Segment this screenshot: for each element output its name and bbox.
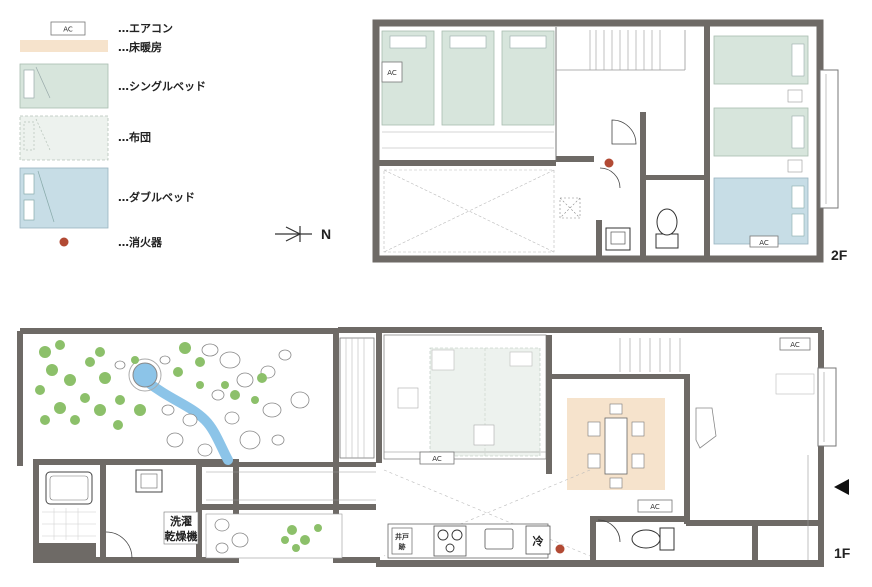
- courtyard: [205, 513, 343, 559]
- engawa-deck: [339, 337, 375, 459]
- legend-ac-label: …エアコン: [118, 22, 173, 35]
- legend-floor-heating-swatch: [20, 40, 108, 52]
- legend-extinguisher-label: …消火器: [118, 235, 163, 249]
- toilet: [631, 527, 675, 551]
- cooktop: [433, 525, 467, 557]
- extinguisher: [604, 158, 614, 168]
- armchair: [695, 407, 717, 449]
- ac-unit: [749, 235, 779, 248]
- second-floor-stairs: [589, 30, 661, 70]
- ac-label: AC: [790, 341, 800, 349]
- legend-ac-symbol: AC: [63, 26, 73, 34]
- legend-double-bed-label: …ダブルベッド: [118, 190, 195, 204]
- single-bed: [441, 30, 495, 126]
- legend: AC …エアコン …床暖房 …シングルベッド …布団 …ダブルベッド …消火器: [19, 21, 206, 249]
- ac-unit: [381, 61, 403, 83]
- door: [611, 119, 637, 145]
- ac-label: AC: [432, 455, 442, 463]
- single-bed: [713, 107, 809, 157]
- washer-dryer: [163, 511, 199, 545]
- first-floor-plan: 洗濯 乾燥機: [17, 327, 851, 567]
- laundry-label-line2: 乾燥機: [165, 529, 198, 543]
- ac-label: AC: [759, 239, 769, 247]
- first-floor-stairs: [619, 338, 681, 372]
- legend-floor-heating-label: …床暖房: [118, 40, 162, 54]
- single-bed: [713, 35, 809, 85]
- double-bed: [713, 177, 809, 245]
- ac-label: AC: [387, 69, 397, 77]
- window-bay: [817, 367, 837, 447]
- legend-futon-label: …布団: [118, 130, 151, 144]
- first-floor-label: 1F: [834, 545, 851, 561]
- toilet: [655, 208, 679, 249]
- extinguisher: [555, 544, 565, 554]
- legend-futon-swatch: [19, 115, 109, 161]
- ac-unit: [637, 499, 673, 513]
- garden-foliage: [35, 340, 322, 552]
- dining-table: [587, 403, 645, 489]
- stairwell-void: [383, 169, 555, 253]
- legend-double-bed-swatch: [19, 167, 109, 229]
- legend-single-bed-label: …シングルベッド: [118, 79, 206, 93]
- refrigerator: [525, 525, 551, 555]
- garden-wall: [20, 328, 380, 563]
- well-trace-label-line2: 跡: [399, 542, 406, 551]
- kitchen-sink: [484, 528, 514, 550]
- bath-tiles: [42, 508, 96, 540]
- north-compass: N: [275, 226, 331, 242]
- legend-extinguisher-dot: [59, 237, 69, 247]
- well-trace-label-line1: 井戸: [395, 532, 409, 541]
- ac-label: AC: [650, 503, 660, 511]
- second-floor-label: 2F: [831, 247, 848, 263]
- single-bed: [501, 30, 555, 126]
- balcony: [819, 69, 839, 209]
- kitchen-counter: [387, 523, 549, 559]
- fridge-label: 冷: [533, 534, 544, 548]
- legend-single-bed-swatch: [19, 63, 109, 109]
- compass-label: N: [321, 226, 331, 242]
- garden-pond: [132, 362, 158, 388]
- tatami-room: AC: [383, 334, 547, 465]
- entrance-arrow-icon: [834, 479, 849, 495]
- well-trace: [391, 527, 413, 555]
- second-floor-plan: AC: [372, 19, 848, 263]
- legend-ac-swatch: [50, 21, 86, 36]
- garden-stream: [140, 375, 233, 465]
- laundry-label-line1: 洗濯: [170, 514, 192, 528]
- ac-unit: [779, 337, 811, 351]
